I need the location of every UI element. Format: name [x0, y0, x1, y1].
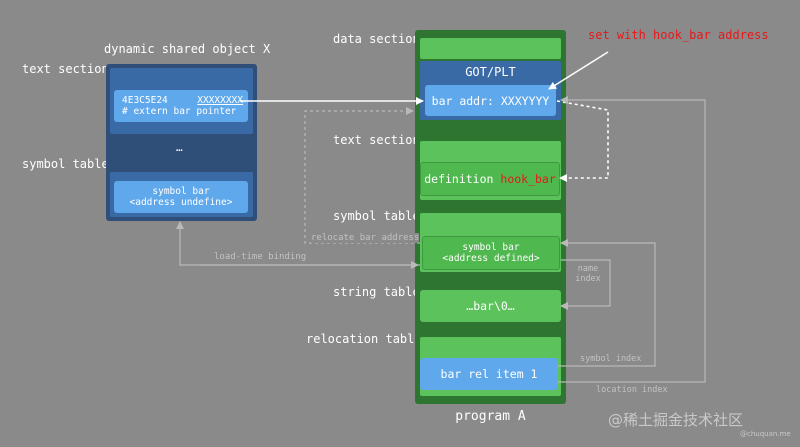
relocation-table-label: relocation table — [306, 332, 422, 346]
string-entry-text: …bar\0… — [466, 299, 515, 313]
dso-got-entry: 4E3C5E24 XXXXXXXX # extern bar pointer — [114, 90, 248, 122]
definition-prefix: definition — [424, 172, 501, 186]
annotation-location-index: location index — [596, 385, 668, 395]
watermark-brand: @稀土掘金技术社区 — [608, 411, 744, 429]
annotation-load-time-binding: load-time binding — [214, 252, 307, 262]
string-table-entry: …bar\0… — [420, 290, 561, 322]
dso-entry-address: 4E3C5E24 — [122, 95, 168, 106]
definition-hook-bar: definition hook_bar — [420, 162, 560, 196]
symbol-table-label: symbol table — [333, 209, 420, 223]
got-plt-label: GOT/PLT — [465, 65, 516, 79]
arrow-set-hook-address — [548, 51, 609, 90]
annotation-relocate: relocate bar address — [311, 233, 420, 243]
annotation-set-with: set with hook_bar address — [588, 28, 769, 42]
arrow-got-to-definition — [556, 100, 609, 182]
line-relocate-bar-address — [304, 107, 420, 244]
annotation-name-index: name index — [575, 264, 601, 284]
program-symbol-name: symbol bar — [462, 242, 520, 253]
dso-ellipsis: … — [176, 141, 183, 154]
definition-name: hook_bar — [500, 172, 556, 186]
dso-title: dynamic shared object X — [104, 42, 271, 56]
symbol-bar-defined: symbol bar <address defined> — [422, 236, 560, 270]
line-name-index — [560, 259, 611, 310]
got-bar-addr-text: bar addr: XXXYYYY — [431, 93, 550, 108]
annotation-symbol-index: symbol index — [580, 354, 642, 364]
got-bar-addr-entry: bar addr: XXXYYYY — [425, 85, 556, 116]
text-section-label: text section — [333, 133, 420, 147]
rel-item-text: bar rel item 1 — [440, 367, 538, 381]
data-section-label: data section — [333, 32, 420, 46]
data-section-top — [420, 38, 561, 59]
dso-entry-comment: # extern bar pointer — [122, 106, 237, 117]
dso-symbol-name: symbol bar — [152, 186, 210, 197]
string-table-label: string table — [333, 285, 420, 299]
dso-symbol-addr: <address undefine> — [129, 197, 233, 208]
dso-symbol-table-label: symbol table — [22, 157, 109, 171]
dso-symbol-bar: symbol bar <address undefine> — [114, 181, 248, 213]
line-symbol-index — [558, 239, 656, 367]
dso-text-section-label: text section — [22, 62, 109, 76]
program-symbol-addr: <address defined> — [442, 253, 540, 264]
program-title: program A — [455, 409, 526, 424]
dso-entry-value: XXXXXXXX — [197, 95, 243, 106]
line-location-index — [558, 96, 706, 383]
bar-rel-item: bar rel item 1 — [420, 358, 558, 390]
watermark-small: @chuquan.me — [740, 430, 791, 438]
